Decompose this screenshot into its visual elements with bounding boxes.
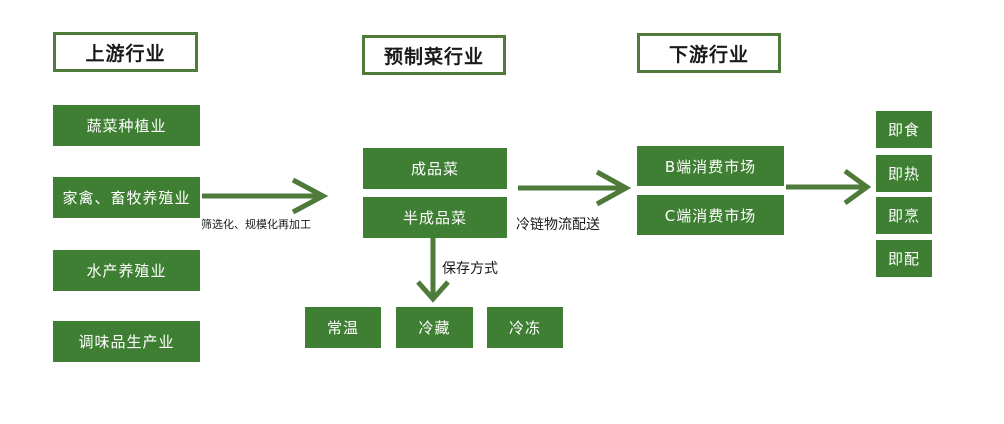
market-b-end: B端消费市场 xyxy=(637,146,784,186)
processing-label: 筛选化、规模化再加工 xyxy=(201,218,311,231)
upstream-item-vegetable-farming: 蔬菜种植业 xyxy=(53,105,200,146)
header-downstream: 下游行业 xyxy=(637,33,781,73)
upstream-item-aquaculture: 水产养殖业 xyxy=(53,250,200,291)
arrow-semi-finished-to-storage-head xyxy=(416,280,450,303)
header-upstream: 上游行业 xyxy=(53,32,198,72)
use-ready-to-heat: 即热 xyxy=(876,155,932,192)
storage-method-label: 保存方式 xyxy=(442,261,498,277)
arrow-prepared-to-downstream-head xyxy=(595,169,632,207)
upstream-item-livestock-poultry: 家禽、畜牧养殖业 xyxy=(53,177,200,218)
arrow-upstream-to-prepared-head xyxy=(291,177,329,215)
storage-room-temperature: 常温 xyxy=(305,307,381,348)
product-semi-finished-dish: 半成品菜 xyxy=(363,197,507,238)
header-prepared-food: 预制菜行业 xyxy=(362,35,506,75)
logistics-label: 冷链物流配送 xyxy=(516,217,600,233)
market-c-end: C端消费市场 xyxy=(637,195,784,235)
use-ready-to-eat: 即食 xyxy=(876,111,932,148)
use-ready-to-assemble: 即配 xyxy=(876,240,932,277)
upstream-item-seasoning-production: 调味品生产业 xyxy=(53,321,200,362)
storage-refrigerated: 冷藏 xyxy=(396,307,473,348)
product-finished-dish: 成品菜 xyxy=(363,148,507,189)
storage-frozen: 冷冻 xyxy=(487,307,563,348)
use-ready-to-cook: 即烹 xyxy=(876,197,932,234)
arrow-downstream-to-uses-head xyxy=(843,168,872,206)
